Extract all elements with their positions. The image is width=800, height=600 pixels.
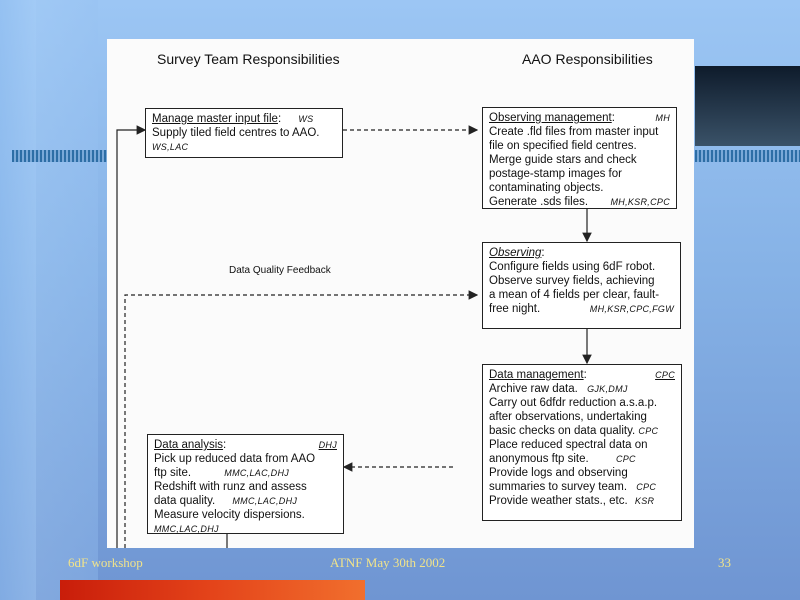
owner-tag: MMC,LAC,DHJ <box>224 468 290 478</box>
flowchart-connectors <box>116 125 592 548</box>
box-line: Place reduced spectral data on <box>489 439 648 451</box>
box-line: file on specified field centres. <box>489 140 637 152</box>
box-line: Configure fields using 6dF robot. <box>489 261 656 273</box>
box-line: summaries to survey team. <box>489 481 628 493</box>
box-line: anonymous ftp site. <box>489 453 589 465</box>
owner-tag: CPC <box>638 426 659 436</box>
box-line: Provide weather stats., etc. <box>489 495 628 507</box>
striped-accent-right <box>695 150 800 162</box>
feedback-label: Data Quality Feedback <box>229 265 331 276</box>
owner-tag: MH,KSR,CPC,FGW <box>589 304 674 314</box>
box-line: contaminating objects. <box>489 182 604 194</box>
striped-accent-left <box>12 150 107 162</box>
feedback-loop-to-observing <box>124 290 479 548</box>
owner-tag: MH <box>655 113 670 123</box>
owner-tag: CPC <box>655 370 675 380</box>
box-title: Observing <box>489 247 542 259</box>
box-line: Archive raw data. <box>489 383 578 395</box>
header-aao: AAO Responsibilities <box>522 51 653 67</box>
box-line: ftp site. <box>154 467 192 479</box>
box-line: Measure velocity dispersions. <box>154 509 305 521</box>
box-observing-management: Observing management: MH Create .fld fil… <box>482 107 677 209</box>
owner-tag: MMC,LAC,DHJ <box>154 524 219 534</box>
dark-accent-block <box>695 66 800 146</box>
owner-tag: CPC <box>636 482 657 492</box>
box-line: Supply tiled field centres to AAO. <box>152 127 320 139</box>
red-accent-bar <box>60 580 365 600</box>
box-line: Pick up reduced data from AAO <box>154 453 316 465</box>
footer-left: 6dF workshop <box>68 555 143 570</box>
box-title: Data analysis <box>154 439 224 451</box>
box-line: a mean of 4 fields per clear, fault- <box>489 289 660 301</box>
box-title: Data management <box>489 369 584 381</box>
owner-tag: DHJ <box>318 440 337 450</box>
box-line: Merge guide stars and check <box>489 154 637 166</box>
box-data-management: Data management: CPC Archive raw data. G… <box>482 364 682 521</box>
box-line: Carry out 6dfdr reduction a.s.a.p. <box>489 397 658 409</box>
box-line: data quality. <box>154 495 216 507</box>
box-line: Generate .sds files. <box>489 196 589 208</box>
owner-tag: GJK,DMJ <box>587 384 628 394</box>
box-data-analysis: Data analysis: DHJ Pick up reduced data … <box>147 434 344 534</box>
box-line: postage-stamp images for <box>489 168 622 180</box>
box-line: Observe survey fields, achieving <box>489 275 655 287</box>
box-line: basic checks on data quality. <box>489 425 636 437</box>
slide-number: 33 <box>718 555 731 570</box>
footer-center: ATNF May 30th 2002 <box>330 555 446 570</box>
box-line: after observations, undertaking <box>489 411 647 423</box>
feedback-loop-to-manage <box>116 125 147 548</box>
box-line: Provide logs and observing <box>489 467 628 479</box>
background-band-left <box>0 0 36 600</box>
box-manage-master-input: Manage master input file: WS Supply tile… <box>145 108 343 158</box>
box-title: Observing management <box>489 112 612 124</box>
background-band-mid <box>36 0 98 600</box>
header-survey-team: Survey Team Responsibilities <box>157 51 340 67</box>
box-line: Redshift with runz and assess <box>154 481 307 493</box>
owner-tag: MMC,LAC,DHJ <box>232 496 298 506</box>
owner-tag: WS <box>298 114 314 124</box>
owner-tag: WS,LAC <box>152 142 189 152</box>
owner-tag: CPC <box>615 454 636 464</box>
owner-tag: KSR <box>634 496 655 506</box>
box-observing: Observing: Configure fields using 6dF ro… <box>482 242 681 329</box>
owner-tag: MH,KSR,CPC <box>610 197 670 207</box>
box-line: free night. <box>489 303 541 315</box>
flowchart-document: Survey Team Responsibilities AAO Respons… <box>107 39 694 548</box>
box-line: Create .fld files from master input <box>489 126 659 138</box>
box-title: Manage master input file <box>152 113 278 125</box>
